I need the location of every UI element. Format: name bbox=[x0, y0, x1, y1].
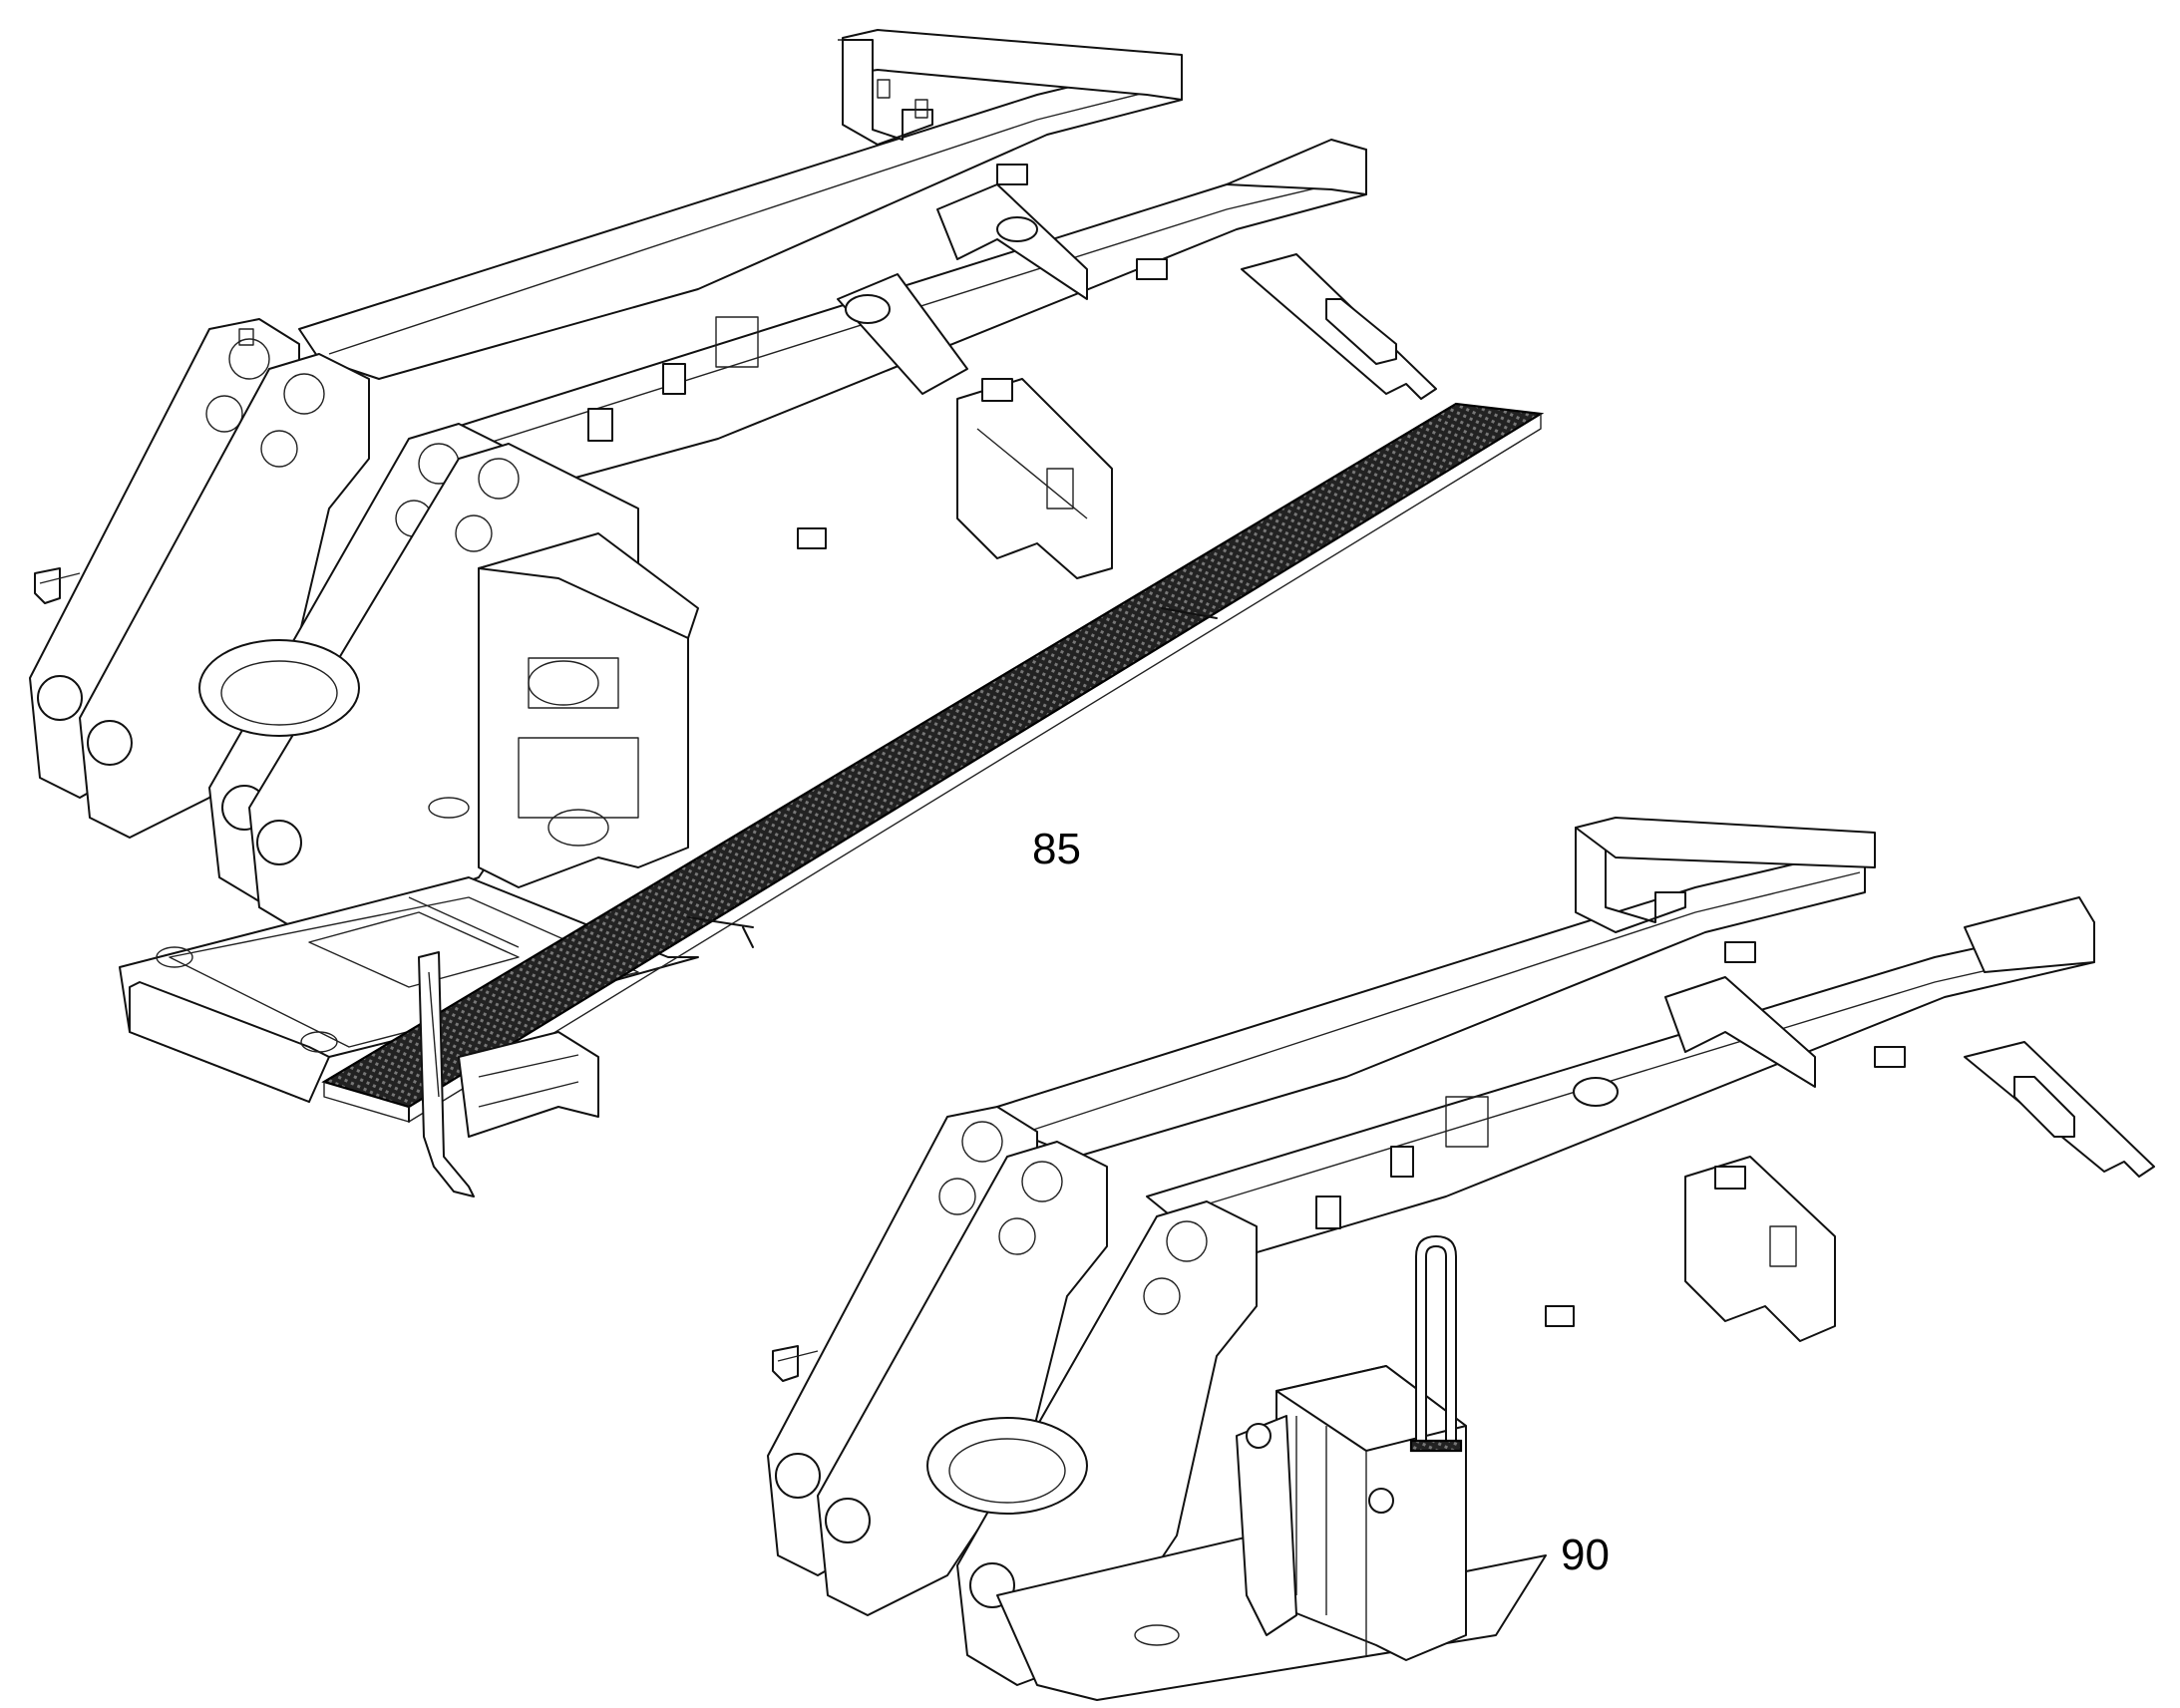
frame-assembly-85 bbox=[29, 29, 1545, 1197]
right-outer-side-plate bbox=[956, 1200, 1258, 1686]
upper-side-rail bbox=[996, 847, 1866, 1158]
upper-side-rail bbox=[298, 59, 1183, 380]
slewing-ring bbox=[198, 639, 360, 737]
slewing-ring bbox=[926, 1417, 1088, 1515]
frame-assembly-90 bbox=[767, 817, 2155, 1701]
rail-end-bracket bbox=[1575, 827, 1686, 933]
left-inner-side-plate bbox=[817, 1141, 1108, 1616]
front-bracket bbox=[956, 378, 1113, 579]
callout-label-85: 85 bbox=[1032, 825, 1081, 873]
left-inner-side-plate bbox=[79, 353, 370, 839]
front-bracket bbox=[1684, 1156, 1836, 1342]
rail-end-bracket bbox=[842, 39, 933, 146]
callout-label-90: 90 bbox=[1561, 1531, 1610, 1579]
middle-side-rail bbox=[1146, 921, 2095, 1262]
